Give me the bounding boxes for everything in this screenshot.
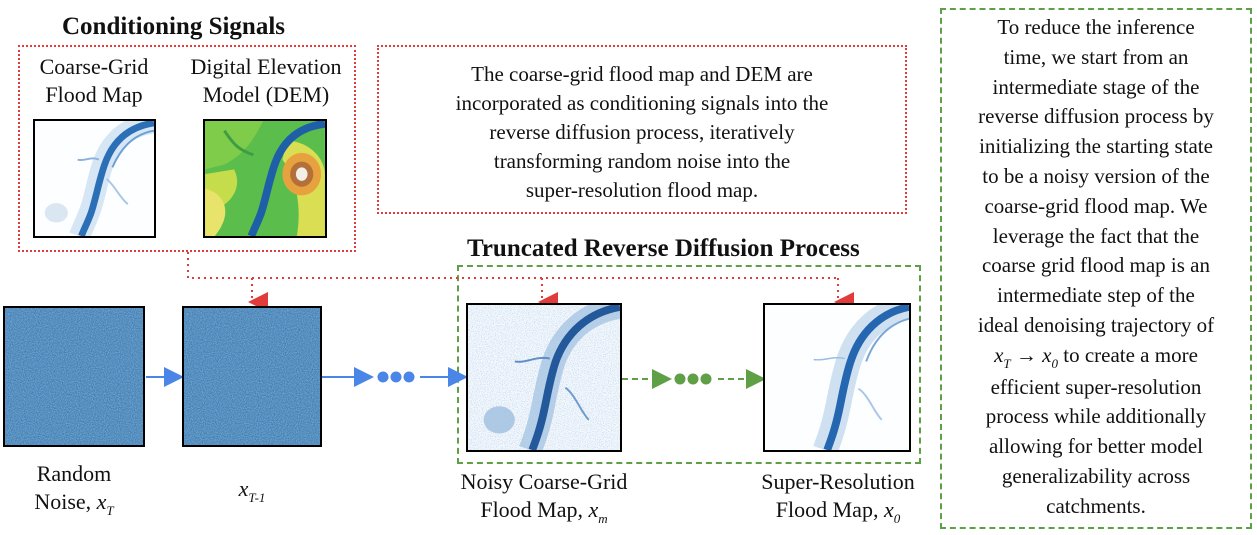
noisy-coarse-flood-map-image	[466, 303, 622, 452]
truncated-process-box	[457, 265, 921, 464]
coarse-flood-map-image	[33, 119, 156, 238]
trajectory-math-line: xT → x0 to create a more	[994, 342, 1198, 371]
coarse-grid-label: Coarse-Grid Flood Map	[39, 54, 149, 107]
super-resolution-flood-map-image	[763, 303, 911, 452]
conditioning-connector	[187, 252, 838, 279]
random-noise-image	[3, 306, 145, 447]
xt1-label: xT-1	[238, 476, 266, 505]
ellipsis-dot	[377, 371, 389, 383]
side-explanation-box	[940, 8, 1252, 529]
dem-image	[203, 119, 327, 238]
xt1-noise-image	[182, 306, 322, 447]
description-box	[377, 45, 907, 214]
description-text: The coarse-grid flood map and DEM are in…	[455, 62, 829, 202]
ellipsis-dot	[674, 373, 686, 385]
truncated-title: Truncated Reverse Diffusion Process	[467, 235, 860, 262]
ellipsis-dot	[390, 371, 402, 383]
ellipsis-dot	[700, 373, 712, 385]
random-noise-label: Random Noise, xT	[34, 461, 114, 518]
noisy-coarse-label: Noisy Coarse-Grid Flood Map, xm	[460, 469, 628, 526]
ellipsis-dot	[403, 371, 415, 383]
conditioning-box	[18, 45, 356, 252]
side-explanation-text: To reduce the inference time, we start f…	[943, 13, 1249, 522]
conditioning-title: Conditioning Signals	[62, 13, 286, 40]
ellipsis-dot	[687, 373, 699, 385]
dem-label: Digital Elevation Model (DEM)	[190, 54, 342, 107]
super-resolution-label: Super-Resolution Flood Map, x0	[761, 469, 915, 526]
